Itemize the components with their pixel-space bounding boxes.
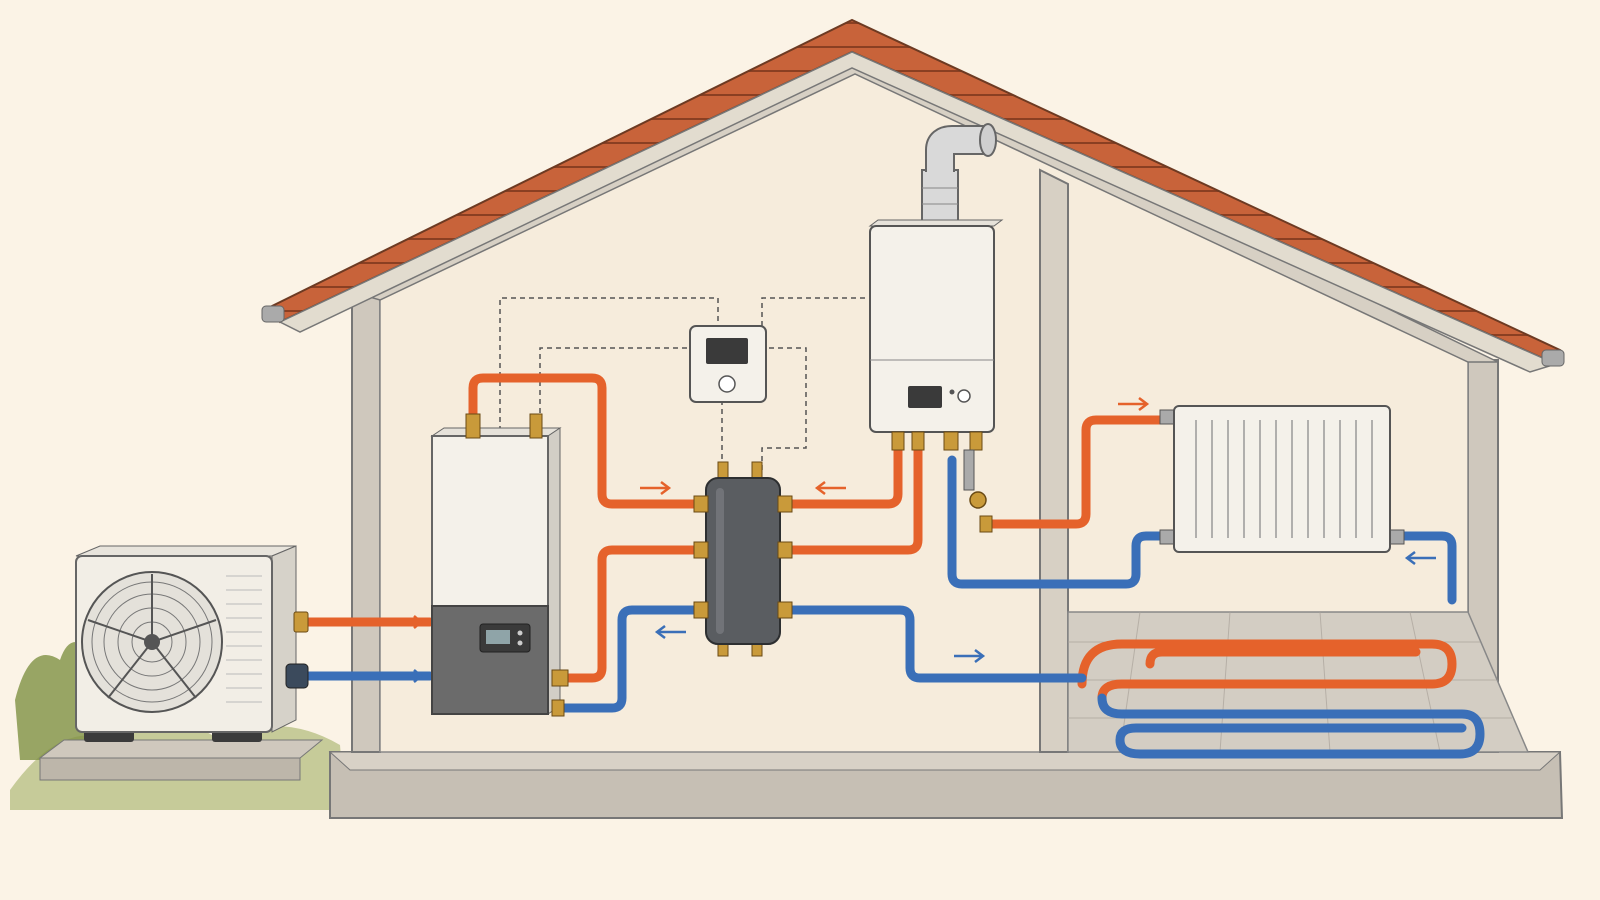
hot-flow-arrow	[1118, 397, 1150, 411]
control-wiring	[499, 297, 868, 470]
cold-flow-arrow	[400, 669, 423, 683]
indoor-hydro-unit	[430, 413, 569, 717]
gutter-right	[1541, 349, 1565, 367]
fan-icon	[81, 571, 223, 713]
brass-fitting	[969, 431, 983, 451]
radiator	[1159, 405, 1405, 553]
brass-fitting	[465, 413, 481, 439]
cold-port	[285, 663, 309, 689]
hot-flow-arrow	[640, 481, 672, 495]
boiler-icon	[908, 386, 971, 408]
brass-fitting	[551, 669, 569, 687]
wall-boiler	[868, 123, 1004, 533]
cold-flow-arrow	[954, 649, 986, 663]
hot-pipes	[299, 373, 1457, 703]
brass-fitting	[529, 413, 543, 439]
outdoor-unit	[38, 545, 324, 781]
hot-flow-arrow	[814, 481, 846, 495]
gutter-left	[261, 305, 285, 323]
brass-fitting	[693, 541, 709, 559]
display-panel-icon	[479, 623, 531, 653]
brass-fitting	[777, 495, 793, 513]
brass-fitting	[693, 495, 709, 513]
radiator-icon	[1173, 405, 1391, 553]
thermostat	[689, 325, 767, 403]
valve-icon	[963, 449, 993, 533]
cold-pipes	[299, 455, 1485, 759]
manifold-icon	[705, 477, 781, 645]
brass-fitting	[891, 431, 905, 451]
radiator-valve	[1389, 529, 1405, 545]
radiator-valve	[1159, 529, 1175, 545]
brass-fitting	[551, 699, 565, 717]
brass-fitting	[777, 541, 793, 559]
side-grille	[226, 575, 262, 703]
hot-flow-arrow	[400, 615, 423, 629]
flow-arrows	[400, 397, 1436, 683]
brass-fitting	[693, 601, 709, 619]
brass-fitting	[911, 431, 925, 451]
brass-fitting	[943, 431, 959, 451]
radiator-valve	[1159, 409, 1175, 425]
roof	[261, 18, 1565, 373]
brass-fitting	[777, 601, 793, 619]
hot-port	[293, 611, 309, 633]
cold-flow-arrow	[1404, 551, 1436, 565]
thermostat-icon	[706, 338, 748, 393]
cold-flow-arrow	[654, 625, 686, 639]
hydraulic-separator	[693, 461, 793, 657]
flue-pipe-icon	[921, 123, 997, 225]
